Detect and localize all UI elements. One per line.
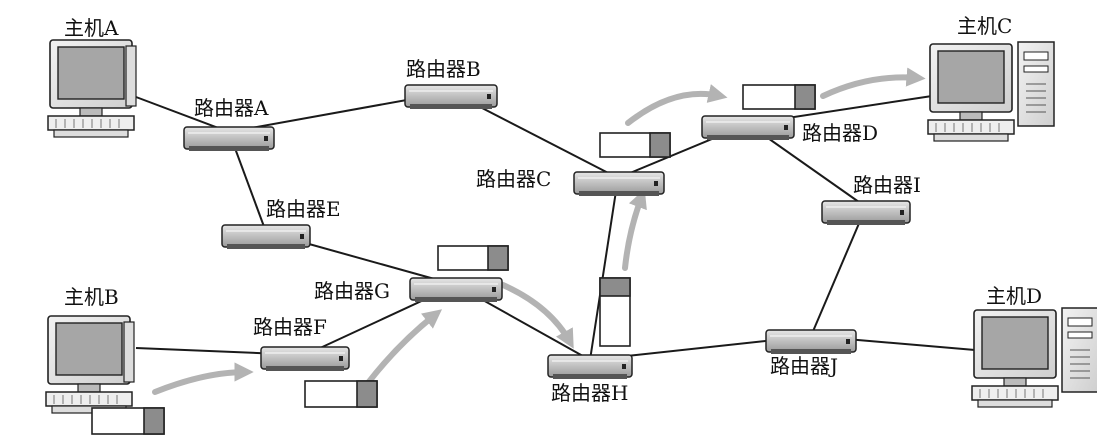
router-j-icon: [765, 329, 857, 354]
router-i-label: 路由器I: [853, 173, 921, 197]
packet-icon: [304, 380, 378, 408]
host-d-label: 主机D: [986, 284, 1042, 308]
packet-icon: [599, 277, 631, 347]
router-e-label: 路由器E: [266, 197, 341, 221]
router-h-label: 路由器H: [551, 381, 628, 405]
router-f-label: 路由器F: [253, 315, 327, 339]
router-g-icon: [409, 277, 503, 302]
router-a-label: 路由器A: [194, 96, 269, 120]
curved-arrow-icon: [365, 309, 443, 386]
packet-icon: [437, 245, 509, 271]
hosts-layer: [45, 39, 1097, 414]
router-a-icon: [183, 126, 275, 151]
link-host-A-router-A: [135, 96, 230, 133]
packet-icon: [599, 132, 671, 158]
router-b-label: 路由器B: [406, 57, 481, 81]
router-g-label: 路由器G: [314, 279, 390, 303]
router-f-icon: [260, 346, 350, 371]
host-a-computer-icon: [47, 39, 137, 138]
router-c-icon: [573, 171, 665, 196]
router-e-icon: [221, 224, 311, 249]
router-c-label: 路由器C: [476, 167, 551, 191]
curved-arrow-icon: [622, 188, 647, 271]
curved-arrow-icon: [152, 362, 254, 395]
host-d-computer-icon: [971, 307, 1097, 408]
routers-layer: [183, 84, 911, 379]
packet-icon: [742, 84, 816, 110]
packets-layer: [91, 84, 816, 435]
curved-arrow-icon: [820, 67, 926, 99]
packet-icon: [91, 407, 165, 435]
labels-layer: 路由器A 路由器B 路由器C 路由器D 路由器E 路由器F 路由器G 路由器H 路由器I 路由器J…: [64, 14, 1042, 405]
host-c-computer-icon: [927, 41, 1055, 142]
router-j-label: 路由器J: [770, 354, 838, 378]
link-router-I-router-J: [810, 206, 867, 337]
router-h-icon: [547, 354, 633, 379]
arrows-layer: [152, 67, 926, 395]
router-b-icon: [404, 84, 498, 109]
host-a-label: 主机A: [64, 16, 119, 40]
host-c-label: 主机C: [957, 14, 1012, 38]
router-i-icon: [821, 200, 911, 225]
host-b-label: 主机B: [64, 285, 119, 309]
link-router-H-router-C: [589, 177, 619, 361]
curved-arrow-icon: [500, 282, 574, 349]
router-d-icon: [701, 115, 795, 140]
router-d-label: 路由器D: [802, 121, 878, 145]
curved-arrow-icon: [625, 84, 728, 126]
host-b-computer-icon: [45, 315, 135, 414]
